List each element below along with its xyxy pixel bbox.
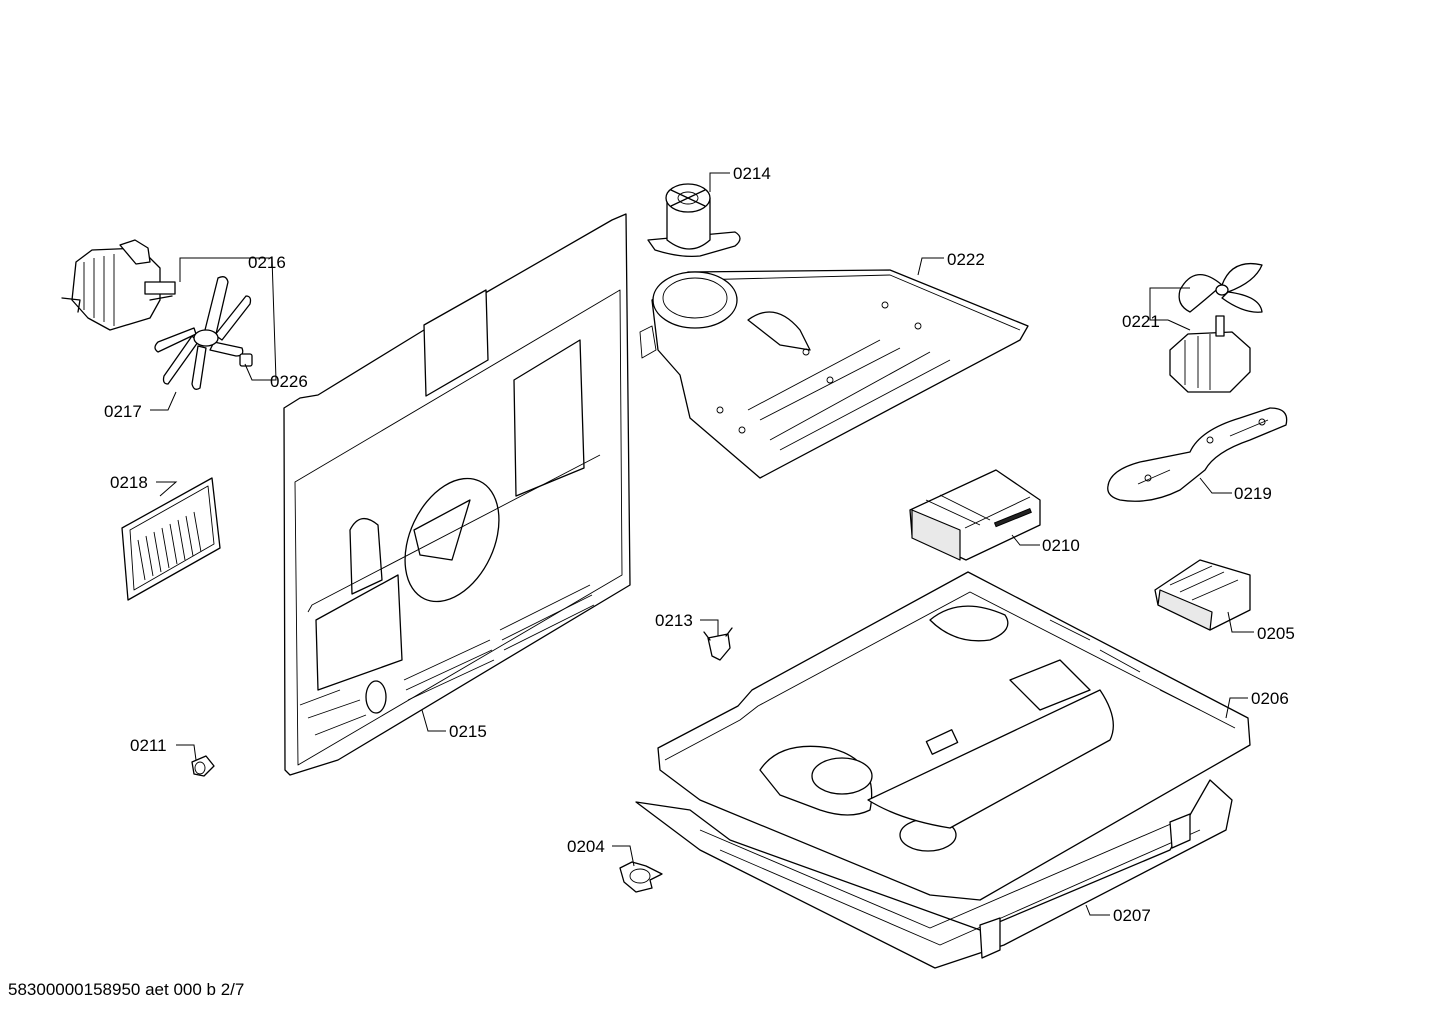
document-footer-id: 58300000158950 aet 000 b 2/7 [8,980,245,999]
part-0206-base-tray [657,571,1251,901]
label-0204: 0204 [567,837,605,856]
label-0218: 0218 [110,473,148,492]
leader-lines [150,172,1254,916]
label-0210: 0210 [1042,536,1080,555]
part-0205-terminal-block [1154,559,1251,631]
part-0215-rear-panel [283,213,631,776]
label-0211: 0211 [130,736,167,755]
part-labels: 0214 0216 0222 0221 0226 0217 0219 0218 … [104,164,1295,925]
label-0214: 0214 [733,164,771,183]
label-0219: 0219 [1234,484,1272,503]
label-0226: 0226 [270,372,308,391]
part-0216-fan-motor [61,239,176,331]
label-0221: 0221 [1122,312,1160,331]
part-0214-fan-cap [647,183,741,258]
part-0221-cooling-fan [1169,262,1263,393]
part-0204-seal [619,861,663,893]
label-0215: 0215 [449,722,487,741]
label-0206: 0206 [1251,689,1289,708]
label-0205: 0205 [1257,624,1295,643]
part-0217-fan-blade [154,276,252,390]
label-0213: 0213 [655,611,693,630]
part-0213-clip [703,627,733,661]
part-0218-grille [121,477,221,601]
part-0222-air-duct [639,269,1029,479]
label-0217: 0217 [104,402,142,421]
label-0216: 0216 [248,253,286,272]
part-0226-nut [239,353,253,367]
part-0210-control-module [909,469,1041,561]
part-0219-bracket [1107,407,1288,502]
label-0207: 0207 [1113,906,1151,925]
part-0207-underside-frame [635,779,1233,969]
label-0222: 0222 [947,250,985,269]
part-0211-plug [191,755,215,777]
